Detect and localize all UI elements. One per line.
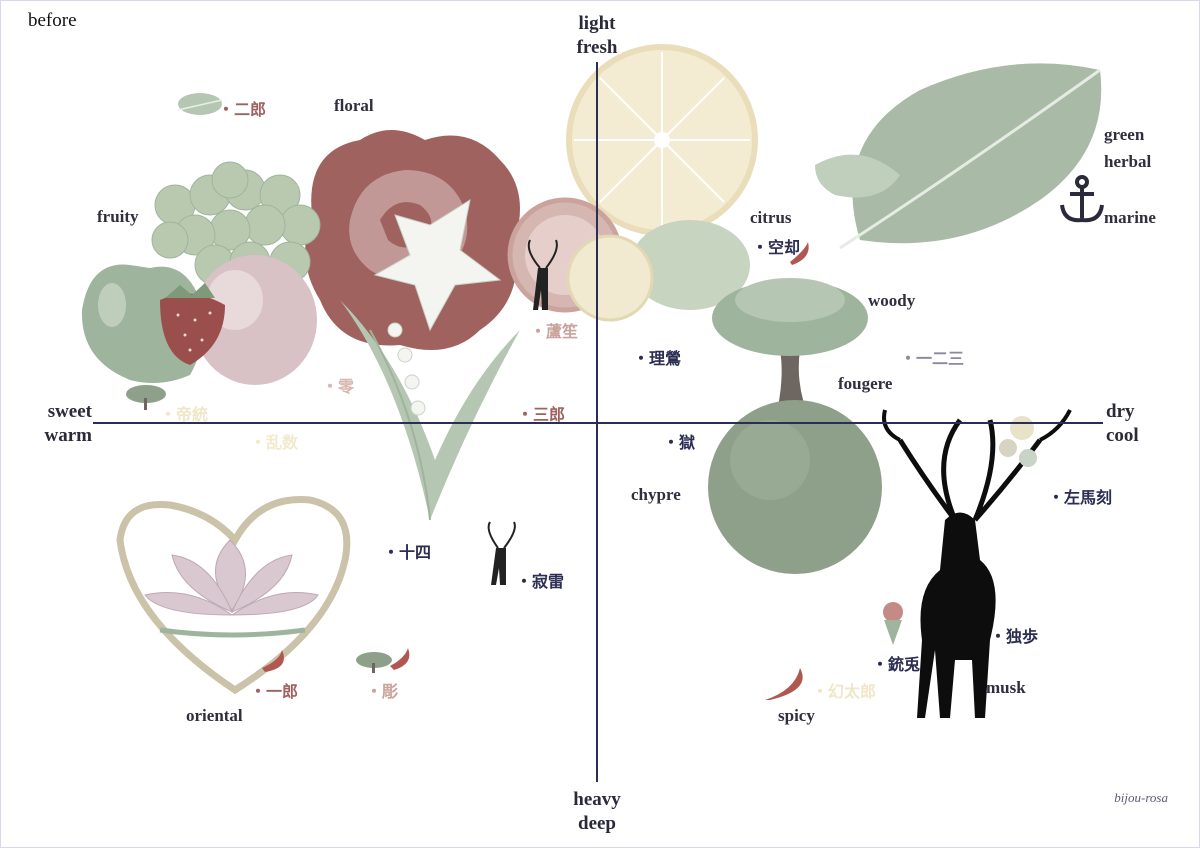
item-ramuda: ・乱数 — [250, 433, 299, 452]
item-samatoki: ・左馬刻 — [1048, 488, 1113, 507]
item-hifu: ・彫 — [366, 682, 399, 701]
axis-label-left: sweet warm — [24, 400, 92, 448]
category-oriental: oriental — [186, 706, 243, 725]
item-rosho: ・蘆笙 — [530, 322, 579, 341]
item-doppo: ・独歩 — [990, 627, 1039, 646]
lily-icon — [340, 198, 520, 521]
page-label: before — [28, 10, 77, 31]
item-gentaro: ・幻太郎 — [812, 682, 877, 701]
category-woody: woody — [868, 291, 916, 310]
lemon-icon — [566, 44, 758, 236]
moss-ball-icon — [708, 400, 882, 574]
category-musk: musk — [986, 678, 1026, 697]
axis-left-line2: warm — [44, 425, 92, 446]
axis-top-line2: fresh — [576, 37, 618, 58]
signature: bijou-rosa — [1114, 790, 1168, 805]
category-green: green — [1104, 125, 1145, 144]
category-marine: marine — [1104, 208, 1156, 227]
axis-bottom-line2: deep — [578, 813, 616, 834]
category-fruity: fruity — [97, 207, 139, 226]
category-chypre: chypre — [631, 485, 681, 504]
axis-right-line1: dry — [1106, 401, 1135, 422]
category-fougere: fougere — [838, 374, 893, 393]
grape-icon — [151, 161, 321, 286]
deer-icon — [487, 521, 516, 585]
item-jakurai: ・寂雷 — [516, 572, 565, 591]
leaf-icon — [177, 93, 223, 115]
bonsai-icon — [126, 385, 392, 673]
item-ichiro: ・一郎 — [250, 682, 299, 701]
axis-bottom-line1: heavy — [573, 789, 621, 810]
category-floral: floral — [334, 96, 374, 115]
item-juto: ・銃兎 — [872, 655, 921, 674]
item-jiro: ・二郎 — [218, 100, 267, 119]
category-citrus: citrus — [750, 208, 792, 227]
herb-bouquet-icon — [883, 602, 903, 645]
lime-icon — [566, 220, 750, 322]
axis-right-line2: cool — [1106, 425, 1139, 446]
big-leaf-icon — [815, 63, 1102, 250]
item-hifumi: ・一二三 — [900, 349, 965, 368]
deer-icon — [527, 239, 558, 310]
category-spicy: spicy — [778, 706, 815, 725]
axis-label-right: dry cool — [1106, 400, 1139, 448]
item-juushi: ・十四 — [383, 543, 432, 562]
category-herbal: herbal — [1104, 152, 1152, 171]
axis-top-line1: light — [578, 13, 616, 34]
anchor-icon — [1060, 175, 1104, 223]
item-rei: ・零 — [322, 377, 355, 396]
lotus-heart-icon — [116, 496, 351, 695]
item-saburo: ・三郎 — [517, 405, 566, 424]
axis-left-line1: sweet — [47, 401, 92, 422]
item-nemu: ・帝統 — [160, 405, 209, 424]
horizontal-axis — [93, 422, 1103, 424]
item-riou: ・理鶯 — [633, 349, 682, 368]
item-kuukyaku: ・空却 — [752, 238, 801, 257]
chili-icon — [262, 242, 809, 700]
axis-label-top: light fresh — [560, 12, 634, 60]
deer-icon — [882, 409, 1072, 718]
item-goku: ・獄 — [663, 433, 696, 452]
strawberry-icon — [160, 283, 225, 365]
axis-label-bottom: heavy deep — [560, 788, 634, 836]
vertical-axis — [596, 62, 598, 782]
tree-icon — [712, 278, 868, 420]
